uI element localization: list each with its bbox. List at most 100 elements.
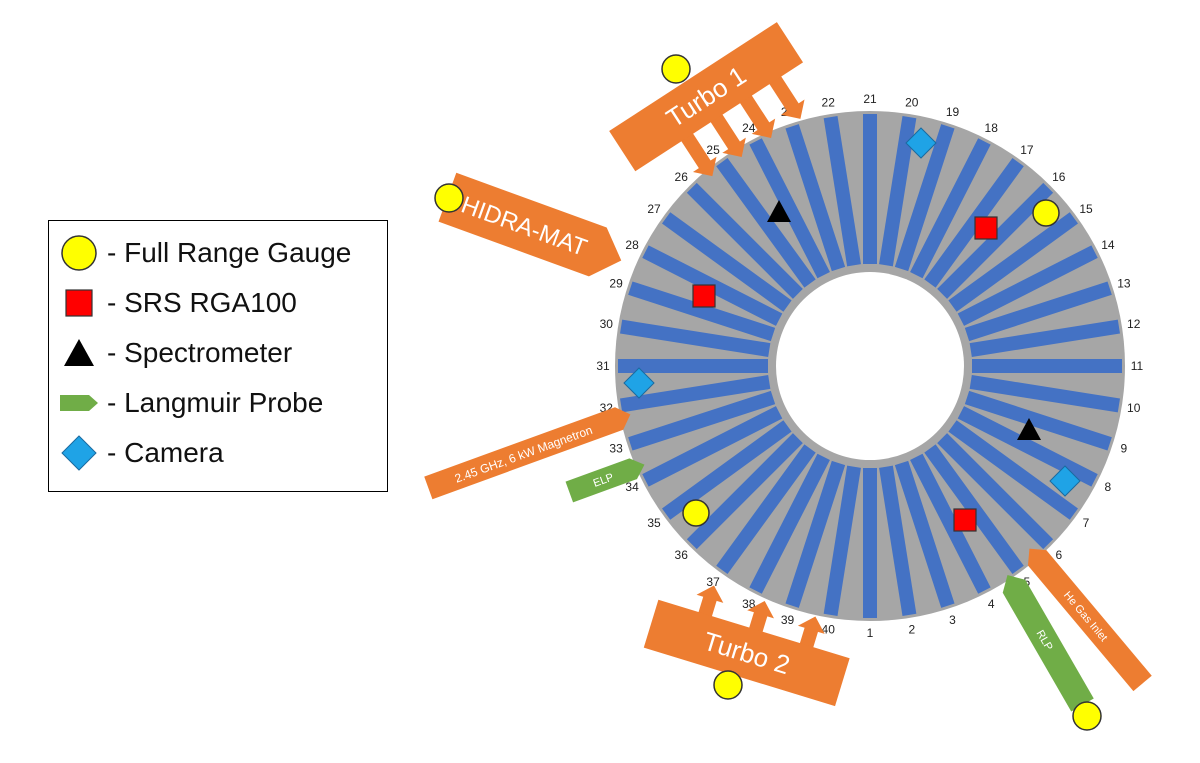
port-label-26: 26 bbox=[675, 170, 689, 184]
coil-27 bbox=[662, 212, 792, 312]
port-label-2: 2 bbox=[908, 623, 915, 637]
legend-label: - Spectrometer bbox=[107, 337, 293, 368]
vessel-center bbox=[776, 272, 964, 460]
port-label-16: 16 bbox=[1052, 170, 1066, 184]
port-label-40: 40 bbox=[822, 623, 836, 637]
legend-item-gauge: - Full Range Gauge bbox=[57, 233, 351, 273]
coil-29 bbox=[628, 281, 776, 342]
port-label-33: 33 bbox=[609, 442, 623, 456]
port-label-34: 34 bbox=[625, 480, 639, 494]
coil-36 bbox=[686, 433, 803, 550]
gauge-port-35 bbox=[682, 499, 710, 527]
coil-9 bbox=[964, 390, 1112, 451]
port-label-38: 38 bbox=[742, 597, 756, 611]
coil-19 bbox=[894, 124, 955, 272]
port-label-24: 24 bbox=[742, 121, 756, 135]
coil-35 bbox=[662, 420, 792, 520]
red-square-icon bbox=[65, 289, 93, 317]
elp-probe: ELP bbox=[565, 458, 645, 503]
legend-label: - Langmuir Probe bbox=[107, 387, 324, 418]
coil-11 bbox=[972, 359, 1122, 373]
port-label-28: 28 bbox=[625, 238, 639, 252]
coil-39 bbox=[785, 460, 846, 608]
coil-6 bbox=[937, 433, 1054, 550]
coil-38 bbox=[749, 453, 830, 594]
port-label-13: 13 bbox=[1117, 277, 1131, 291]
spectrometer-port-9 bbox=[1017, 418, 1041, 440]
rga-port-16 bbox=[974, 216, 998, 240]
coil-17 bbox=[924, 158, 1024, 288]
legend-item-spectrometer: - Spectrometer bbox=[57, 333, 292, 373]
port-label-31: 31 bbox=[596, 359, 610, 373]
legend-label: - SRS RGA100 bbox=[107, 287, 297, 318]
coil-14 bbox=[957, 245, 1098, 326]
coil-32 bbox=[620, 375, 771, 413]
port-label-15: 15 bbox=[1079, 202, 1093, 216]
port-label-29: 29 bbox=[609, 277, 623, 291]
coil-20 bbox=[879, 116, 917, 267]
coil-22 bbox=[823, 116, 861, 267]
coil-21 bbox=[863, 114, 877, 264]
port-labels: 1234567891011121314151617181920212223242… bbox=[596, 92, 1143, 640]
port-label-35: 35 bbox=[647, 516, 661, 530]
black-triangle-icon bbox=[64, 339, 94, 366]
camera-port-19 bbox=[905, 127, 937, 159]
port-label-11: 11 bbox=[1131, 359, 1144, 373]
spectrometer-port-24 bbox=[767, 200, 791, 222]
port-label-20: 20 bbox=[905, 95, 919, 109]
legend-label: - Full Range Gauge bbox=[107, 237, 352, 268]
port-label-12: 12 bbox=[1127, 317, 1141, 331]
port-label-1: 1 bbox=[867, 626, 874, 640]
legend-label: - Camera bbox=[107, 437, 224, 468]
port-label-36: 36 bbox=[675, 548, 689, 562]
coil-3 bbox=[894, 460, 955, 608]
coil-33 bbox=[628, 390, 776, 451]
port-label-4: 4 bbox=[988, 597, 995, 611]
green-arrow-icon bbox=[60, 395, 98, 411]
coil-30 bbox=[620, 319, 771, 357]
legend-item-camera: - Camera bbox=[57, 433, 224, 473]
toroidal-coils bbox=[618, 114, 1122, 618]
rlp-probe: RLP bbox=[1002, 575, 1094, 712]
coil-25 bbox=[716, 158, 816, 288]
port-label-10: 10 bbox=[1127, 401, 1141, 415]
legend-item-langmuir: - Langmuir Probe bbox=[57, 383, 323, 423]
coil-31 bbox=[618, 359, 768, 373]
port-label-19: 19 bbox=[946, 105, 960, 119]
port-label-18: 18 bbox=[985, 121, 999, 135]
camera-port-8 bbox=[1049, 465, 1081, 497]
port-label-17: 17 bbox=[1020, 143, 1034, 157]
port-label-21: 21 bbox=[863, 92, 877, 106]
turbo-1-gauge bbox=[661, 54, 691, 84]
coil-26 bbox=[686, 182, 803, 299]
port-label-30: 30 bbox=[600, 317, 614, 331]
rlp-gauge bbox=[1072, 701, 1102, 731]
coil-15 bbox=[948, 212, 1078, 312]
port-label-9: 9 bbox=[1121, 442, 1128, 456]
port-label-27: 27 bbox=[647, 202, 661, 216]
port-label-6: 6 bbox=[1055, 548, 1062, 562]
coil-8 bbox=[957, 406, 1098, 487]
port-label-3: 3 bbox=[949, 613, 956, 627]
yellow-circle-icon bbox=[61, 235, 97, 271]
camera-port-31 bbox=[623, 367, 655, 399]
coil-12 bbox=[969, 319, 1120, 357]
turbo-2-gauge bbox=[713, 670, 743, 700]
port-label-22: 22 bbox=[822, 95, 836, 109]
coil-10 bbox=[969, 375, 1120, 413]
coil-23 bbox=[785, 124, 846, 272]
coil-16 bbox=[937, 182, 1054, 299]
port-label-37: 37 bbox=[706, 575, 720, 589]
coil-40 bbox=[823, 465, 861, 616]
port-label-25: 25 bbox=[706, 143, 720, 157]
hidra-gauge bbox=[434, 183, 464, 213]
port-label-14: 14 bbox=[1101, 238, 1115, 252]
coil-34 bbox=[642, 406, 783, 487]
legend-item-rga: - SRS RGA100 bbox=[57, 283, 297, 323]
coil-18 bbox=[910, 138, 991, 279]
coil-13 bbox=[964, 281, 1112, 342]
port-label-8: 8 bbox=[1105, 480, 1112, 494]
coil-24 bbox=[749, 138, 830, 279]
